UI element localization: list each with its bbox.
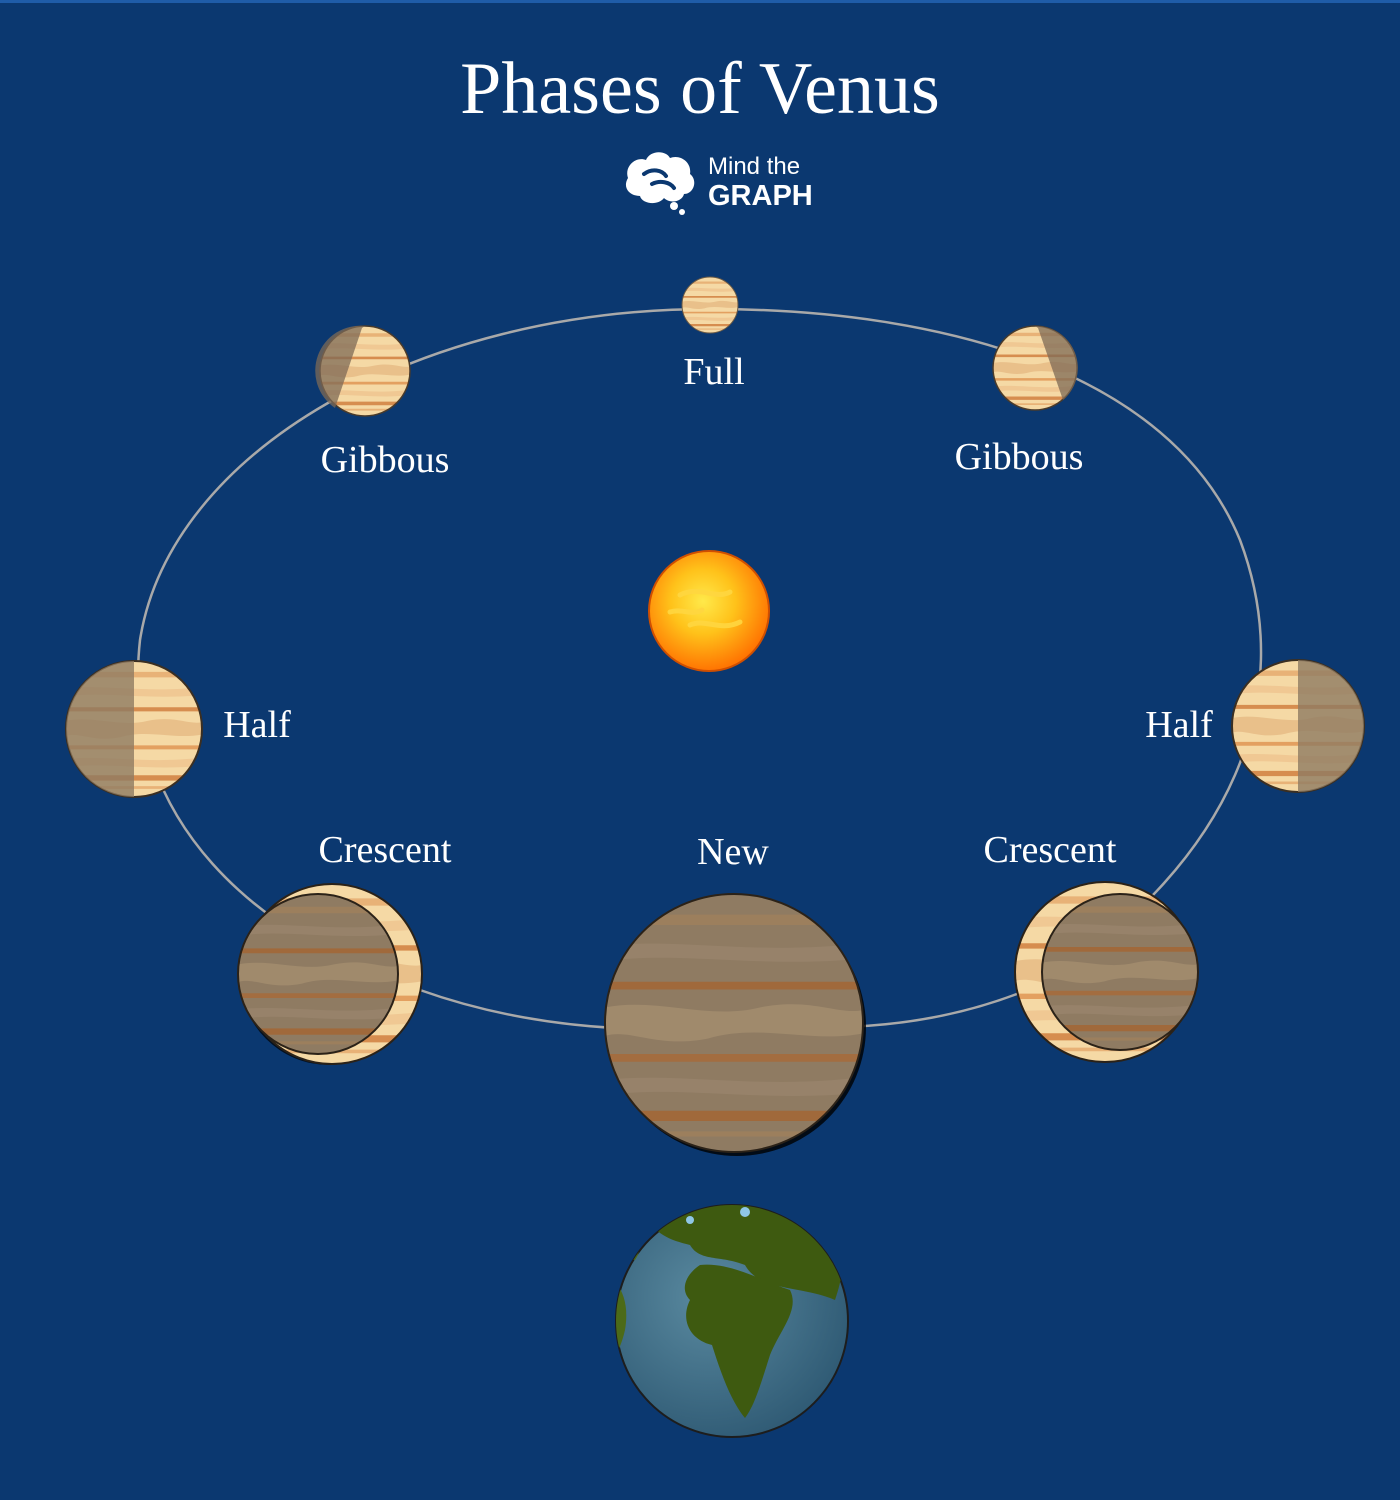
venus-crescent-right bbox=[1014, 881, 1199, 1063]
label-crescent-right: Crescent bbox=[983, 829, 1117, 871]
earth bbox=[615, 1204, 849, 1438]
label-half-left: Half bbox=[223, 704, 291, 746]
top-border bbox=[0, 0, 1400, 3]
mind-the-graph-logo: Mind the GRAPH bbox=[622, 148, 842, 218]
logo-text-mind-the: Mind the bbox=[708, 153, 801, 180]
label-gibbous-left: Gibbous bbox=[320, 439, 450, 481]
diagram-title: Phases of Venus bbox=[460, 48, 940, 130]
label-full: Full bbox=[683, 351, 745, 393]
venus-new bbox=[604, 893, 866, 1156]
logo-text-graph: GRAPH bbox=[708, 180, 813, 212]
sun bbox=[648, 550, 770, 672]
venus-half-left bbox=[65, 660, 203, 798]
venus-gibbous-right bbox=[992, 325, 1078, 411]
venus-full bbox=[681, 276, 739, 334]
venus-half-right bbox=[1231, 659, 1365, 793]
label-gibbous-right: Gibbous bbox=[954, 436, 1084, 478]
venus-crescent-left bbox=[237, 883, 423, 1065]
label-new: New bbox=[697, 831, 769, 873]
brain-icon bbox=[625, 152, 695, 215]
label-crescent-left: Crescent bbox=[318, 829, 452, 871]
label-half-right: Half bbox=[1145, 704, 1213, 746]
venus-gibbous-left bbox=[315, 325, 411, 417]
